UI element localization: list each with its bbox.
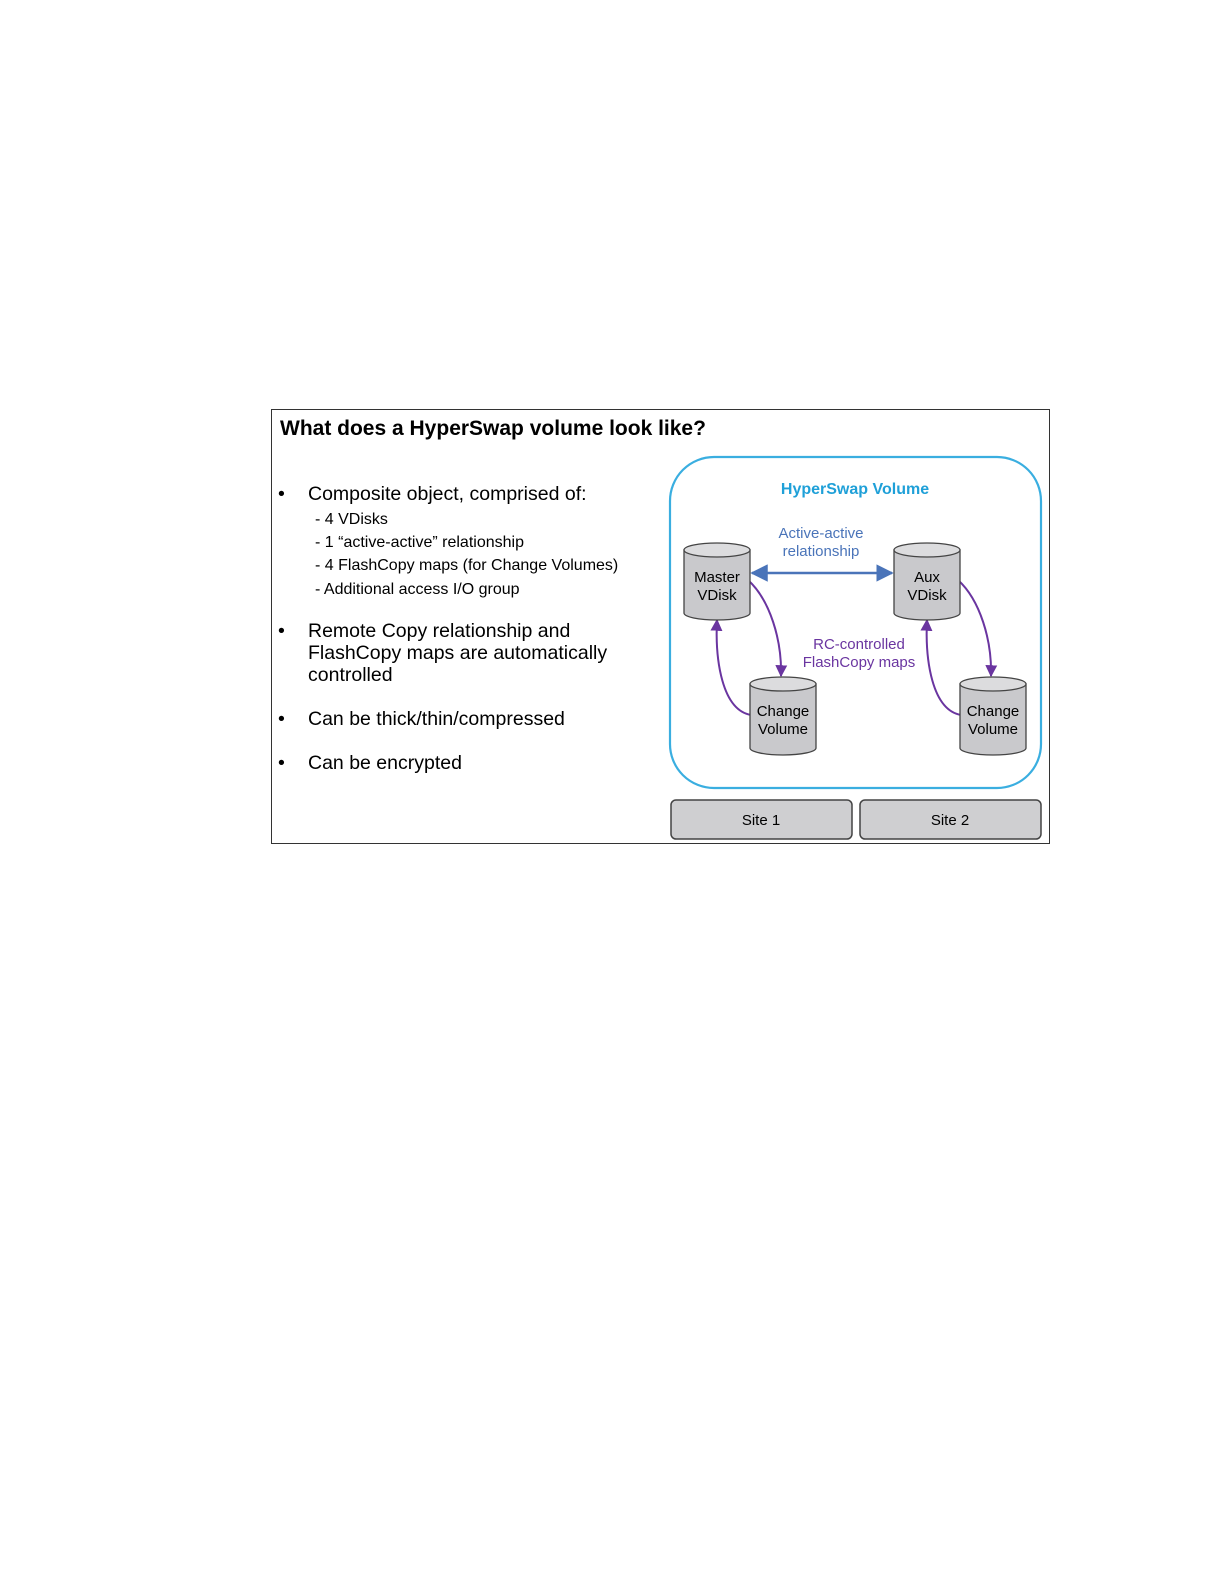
change-volume-right-cylinder: Change Volume — [959, 676, 1027, 756]
slide: What does a HyperSwap volume look like? … — [271, 409, 1050, 844]
bullet-dot: • — [278, 752, 285, 774]
container-title: HyperSwap Volume — [781, 481, 929, 498]
sub-bullet: - 1 “active-active” relationship — [315, 534, 524, 551]
flashcopy-label: FlashCopy maps — [803, 654, 916, 671]
flashcopy-arrow — [920, 618, 962, 716]
bullet-text: Can be encrypted — [308, 752, 462, 774]
bullet-dot: • — [278, 483, 285, 505]
flashcopy-label: RC-controlled — [813, 636, 905, 653]
site-1-label: Site 1 — [742, 812, 780, 829]
bullet-list: • Composite object, comprised of: - 4 VD… — [272, 410, 662, 845]
sub-bullet: - Additional access I/O group — [315, 581, 520, 598]
flashcopy-arrow — [957, 579, 998, 678]
site-1-box: Site 1 — [670, 799, 853, 840]
change-volume-label: Volume — [758, 721, 808, 738]
bullet-dot: • — [278, 620, 285, 642]
change-volume-left-cylinder: Change Volume — [749, 676, 817, 756]
aux-vdisk-cylinder: Aux VDisk — [893, 542, 961, 621]
master-vdisk-label: VDisk — [697, 587, 737, 604]
relationship-label: Active-active — [778, 525, 863, 542]
hyperswap-diagram: HyperSwap Volume Active-active relations… — [668, 455, 1043, 840]
aux-vdisk-label: Aux — [914, 569, 940, 586]
site-2-box: Site 2 — [859, 799, 1042, 840]
aux-vdisk-label: VDisk — [907, 587, 947, 604]
bullet-dot: • — [278, 708, 285, 730]
site-2-label: Site 2 — [931, 812, 969, 829]
master-vdisk-label: Master — [694, 569, 740, 586]
flashcopy-arrow — [710, 618, 752, 716]
slide-title: What does a HyperSwap volume look like? — [280, 417, 706, 440]
bullet-text: Can be thick/thin/compressed — [308, 708, 565, 730]
change-volume-label: Change — [967, 703, 1020, 720]
flashcopy-arrow — [747, 579, 788, 678]
change-volume-label: Volume — [968, 721, 1018, 738]
relationship-label: relationship — [783, 543, 860, 560]
sub-bullet: - 4 VDisks — [315, 511, 388, 528]
bullet-text: Composite object, comprised of: — [308, 483, 587, 505]
change-volume-label: Change — [757, 703, 810, 720]
master-vdisk-cylinder: Master VDisk — [683, 542, 751, 621]
bullet-text: Remote Copy relationship and FlashCopy m… — [308, 620, 608, 686]
sub-bullet: - 4 FlashCopy maps (for Change Volumes) — [315, 557, 619, 574]
